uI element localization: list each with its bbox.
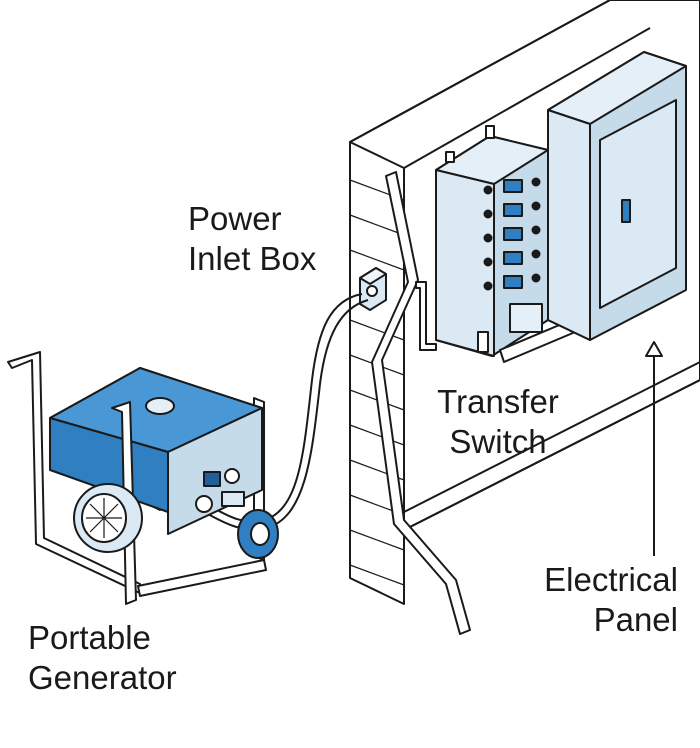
label-transfer-switch: Transfer Switch [428,382,568,462]
label-electrical-panel-line1: Electrical [544,561,678,598]
label-portable-generator-line2: Generator [28,659,177,696]
label-power-inlet-box-line2: Inlet Box [188,240,317,277]
electrical-panel [547,51,687,556]
label-electrical-panel: Electrical Panel [510,560,678,640]
portable-generator [7,351,279,605]
label-power-inlet-box-line1: Power [188,200,282,237]
label-electrical-panel-line2: Panel [593,601,678,638]
label-power-inlet-box: Power Inlet Box [188,199,316,279]
label-portable-generator: Portable Generator [28,618,177,698]
label-transfer-switch-line2: Switch [449,423,547,460]
label-transfer-switch-line1: Transfer [437,383,559,420]
label-portable-generator-line1: Portable [28,619,151,656]
